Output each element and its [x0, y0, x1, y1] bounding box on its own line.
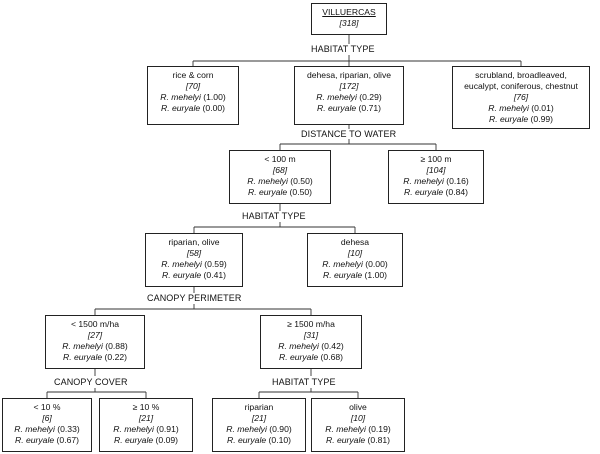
node-label: olive: [349, 402, 367, 412]
node-scrubland: scrubland, broadleaved, eucalypt, conife…: [452, 66, 590, 129]
node-label: riparian, olive: [168, 237, 220, 247]
root-title: VILLUERCAS: [322, 7, 376, 17]
node-ge-100m: ≥ 100 m [104] R. mehelyi (0.16) R. eurya…: [388, 150, 484, 204]
node-mehelyi: R. mehelyi (0.50): [247, 176, 313, 186]
node-mehelyi: R. mehelyi (0.33): [14, 424, 80, 434]
node-count: [70]: [185, 81, 201, 91]
node-count: [31]: [303, 330, 319, 340]
node-label-line1: scrubland, broadleaved,: [475, 70, 567, 80]
node-label: riparian: [244, 402, 274, 412]
node-count: [68]: [272, 165, 288, 175]
node-label: < 10 %: [33, 402, 61, 412]
node-mehelyi: R. mehelyi (0.88): [62, 341, 128, 351]
node-mehelyi: R. mehelyi (0.16): [403, 176, 469, 186]
node-euryale: R. euryale (0.71): [316, 103, 381, 113]
split-habitat-type-1: HABITAT TYPE: [311, 44, 375, 54]
node-mehelyi: R. mehelyi (0.19): [325, 424, 391, 434]
node-lt-10pct: < 10 % [6] R. mehelyi (0.33) R. euryale …: [2, 398, 92, 452]
split-habitat-type-3: HABITAT TYPE: [272, 377, 336, 387]
node-count: [21]: [138, 413, 154, 423]
node-label: rice & corn: [172, 70, 214, 80]
node-count: [172]: [339, 81, 359, 91]
node-rice-corn: rice & corn [70] R. mehelyi (1.00) R. eu…: [147, 66, 239, 125]
node-riparian: riparian [21] R. mehelyi (0.90) R. eurya…: [212, 398, 306, 452]
split-habitat-type-2: HABITAT TYPE: [242, 211, 306, 221]
node-euryale: R. euryale (0.22): [62, 352, 127, 362]
node-euryale: R. euryale (0.99): [488, 114, 553, 124]
node-euryale: R. euryale (0.10): [226, 435, 291, 445]
node-count: [58]: [186, 248, 202, 258]
node-count: [21]: [251, 413, 267, 423]
node-count: [10]: [350, 413, 366, 423]
node-label: < 1500 m/ha: [70, 319, 120, 329]
node-lt-100m: < 100 m [68] R. mehelyi (0.50) R. euryal…: [229, 150, 331, 204]
node-label: dehesa, riparian, olive: [306, 70, 392, 80]
node-count: [76]: [513, 92, 529, 102]
node-euryale: R. euryale (0.00): [160, 103, 225, 113]
node-mehelyi: R. mehelyi (1.00): [160, 92, 226, 102]
node-count: [27]: [87, 330, 103, 340]
node-euryale: R. euryale (0.81): [325, 435, 390, 445]
node-mehelyi: R. mehelyi (0.90): [226, 424, 292, 434]
node-mehelyi: R. mehelyi (0.42): [278, 341, 344, 351]
node-count: [6]: [42, 413, 52, 423]
node-euryale: R. euryale (0.68): [278, 352, 343, 362]
node-label: < 100 m: [264, 154, 296, 164]
node-mehelyi: R. mehelyi (0.29): [316, 92, 382, 102]
node-label-line2: eucalypt, coniferous, chestnut: [464, 81, 578, 91]
node-riparian-olive: riparian, olive [58] R. mehelyi (0.59) R…: [145, 233, 243, 287]
node-dehesa: dehesa [10] R. mehelyi (0.00) R. euryale…: [307, 233, 403, 287]
node-label: ≥ 100 m: [420, 154, 452, 164]
node-mehelyi: R. mehelyi (0.59): [161, 259, 227, 269]
node-count: [104]: [426, 165, 446, 175]
node-mehelyi: R. mehelyi (0.91): [113, 424, 179, 434]
node-euryale: R. euryale (0.41): [161, 270, 226, 280]
node-euryale: R. euryale (0.09): [113, 435, 178, 445]
node-mehelyi: R. mehelyi (0.00): [322, 259, 388, 269]
node-ge-10pct: ≥ 10 % [21] R. mehelyi (0.91) R. euryale…: [99, 398, 193, 452]
node-ge-1500: ≥ 1500 m/ha [31] R. mehelyi (0.42) R. eu…: [260, 315, 362, 369]
node-mehelyi: R. mehelyi (0.01): [488, 103, 554, 113]
split-canopy-perimeter: CANOPY PERIMETER: [147, 293, 242, 303]
root-count: [318]: [339, 18, 359, 28]
node-euryale: R. euryale (0.67): [14, 435, 79, 445]
node-label: ≥ 10 %: [132, 402, 160, 412]
node-euryale: R. euryale (0.84): [403, 187, 468, 197]
node-olive: olive [10] R. mehelyi (0.19) R. euryale …: [311, 398, 405, 452]
node-euryale: R. euryale (0.50): [247, 187, 312, 197]
node-euryale: R. euryale (1.00): [322, 270, 387, 280]
node-count: [10]: [347, 248, 363, 258]
node-label: dehesa: [340, 237, 370, 247]
split-distance-to-water: DISTANCE TO WATER: [301, 129, 397, 139]
split-canopy-cover: CANOPY COVER: [54, 377, 128, 387]
node-lt-1500: < 1500 m/ha [27] R. mehelyi (0.88) R. eu…: [45, 315, 145, 369]
node-label: ≥ 1500 m/ha: [287, 319, 335, 329]
root-node: VILLUERCAS [318]: [311, 3, 387, 35]
node-dehesa-riparian-olive: dehesa, riparian, olive [172] R. mehelyi…: [294, 66, 404, 125]
